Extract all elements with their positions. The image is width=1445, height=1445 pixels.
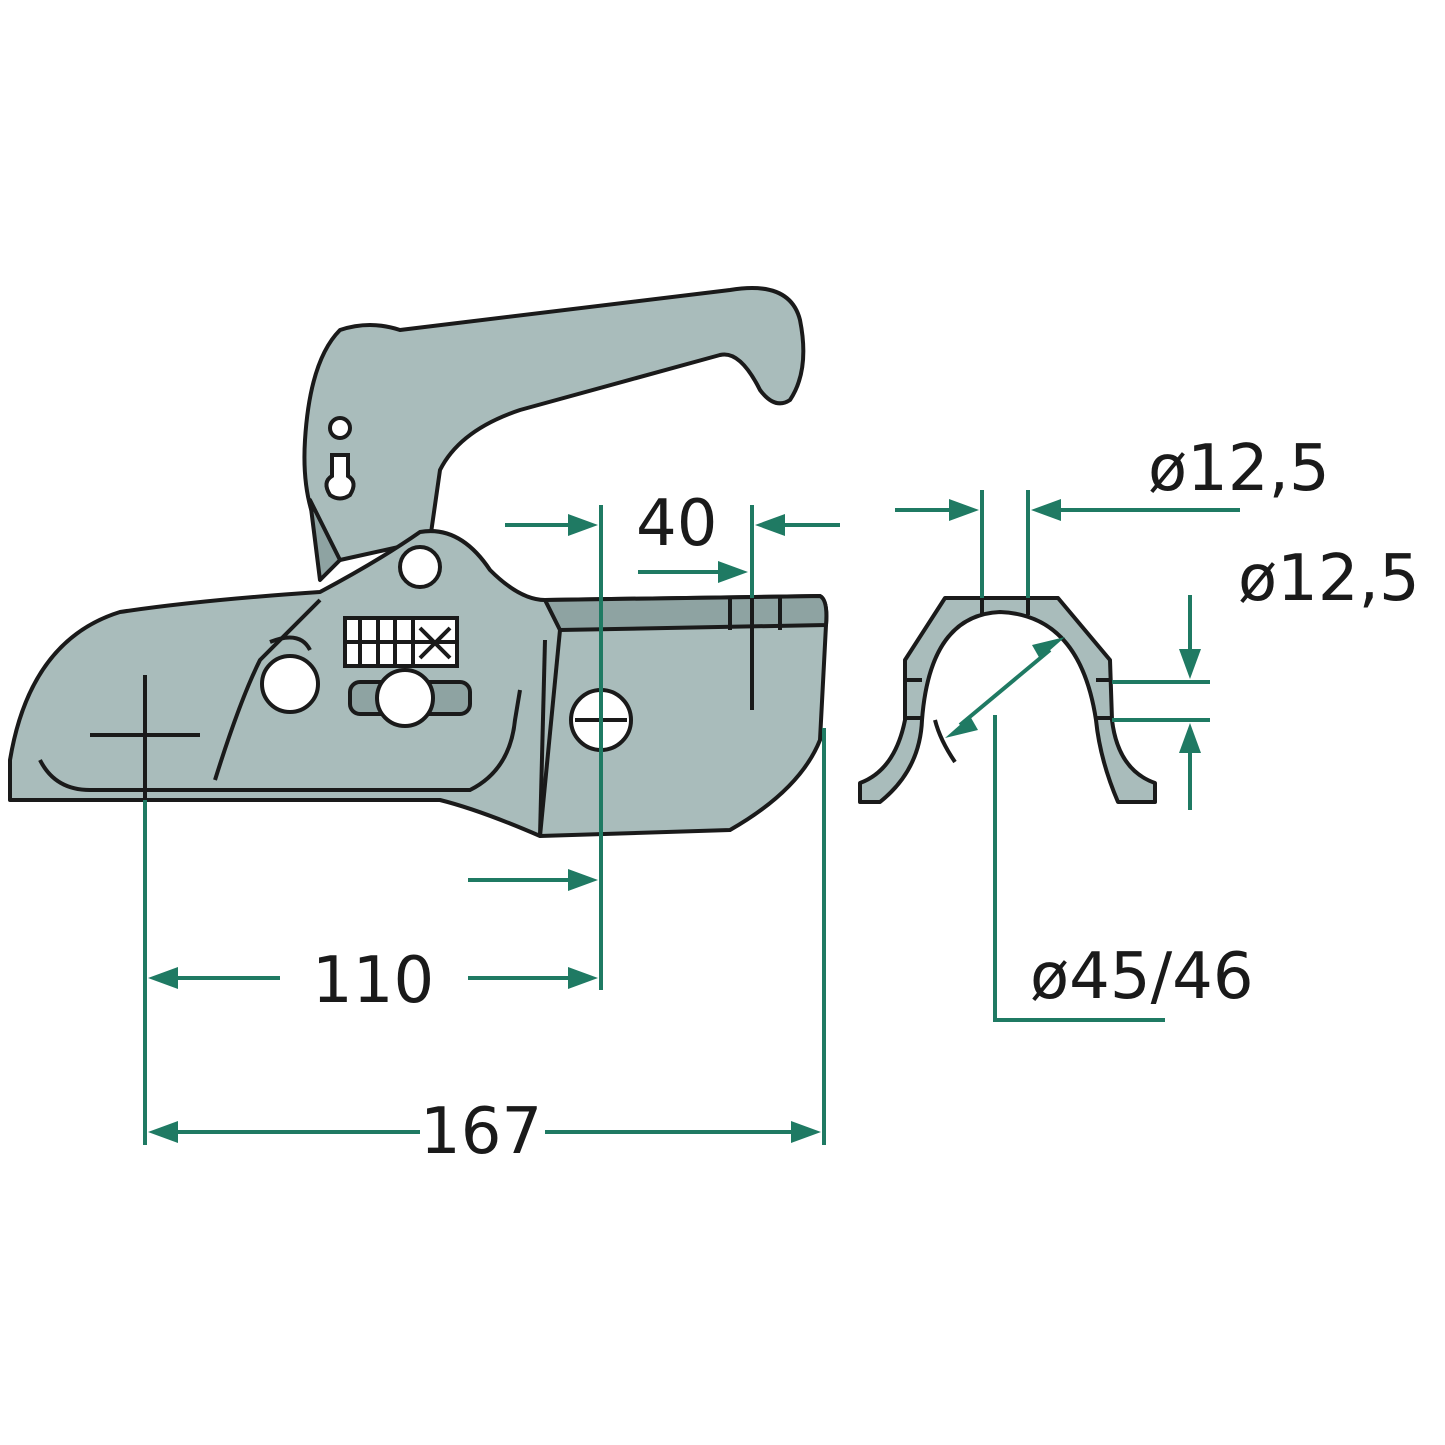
- dim-label-dia-tube: ø45/46: [1030, 940, 1254, 1014]
- clamp-profile: [858, 596, 1157, 804]
- side-hole: [260, 654, 320, 714]
- dim-label-dia-top: ø12,5: [1148, 432, 1330, 506]
- keyhole-icon: [324, 453, 356, 501]
- upper-hole: [398, 545, 442, 589]
- dim-label-dia-side: ø12,5: [1238, 542, 1420, 616]
- handle-pin-hole: [328, 416, 352, 440]
- dim-label-40: 40: [636, 487, 717, 561]
- coupling-handle: [302, 286, 806, 582]
- indicator-pin: [375, 668, 435, 728]
- dimension-lines: [143, 490, 1240, 1145]
- dim-label-110: 110: [312, 944, 434, 1018]
- dim-label-167: 167: [420, 1095, 542, 1169]
- coupling-body: [8, 529, 829, 838]
